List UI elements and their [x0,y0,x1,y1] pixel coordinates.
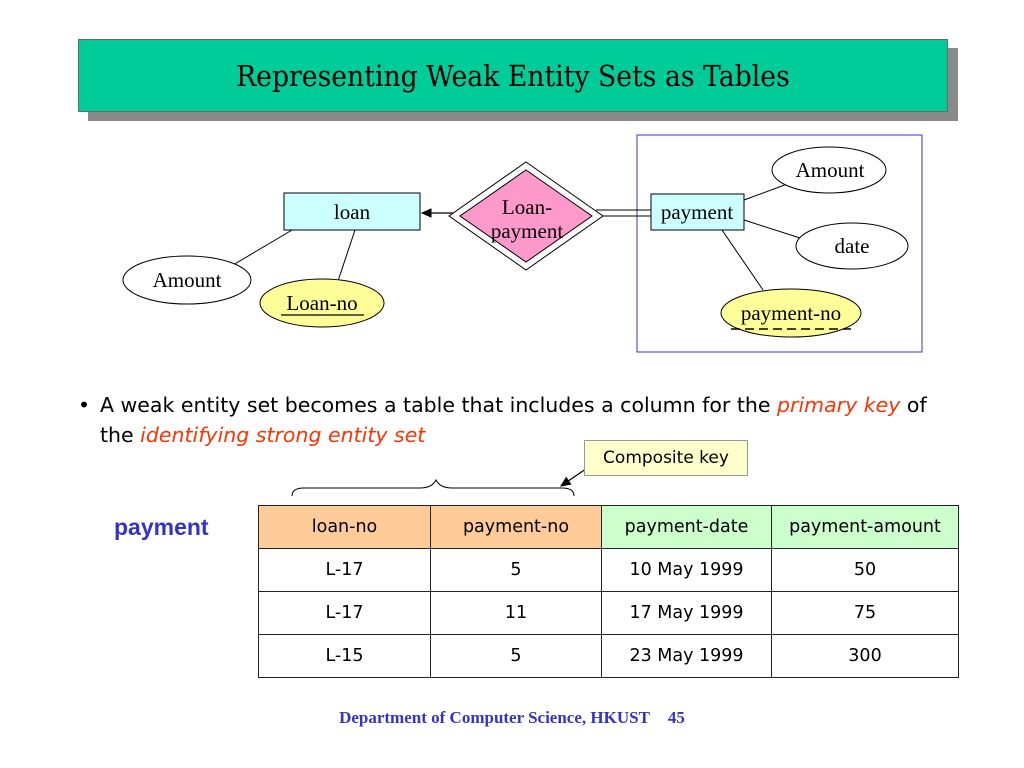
loan-entity [283,192,421,231]
table-cell: 5 [430,548,602,592]
loan-entity-label: loan [334,200,371,224]
table-cell: L-17 [258,548,431,592]
bullet-text-part1: A weak entity set becomes a table that i… [100,393,778,417]
table-cell: 11 [430,591,602,635]
bullet-emphasis-primary-key: primary key [777,393,901,417]
table-row: L-17 11 17 May 1999 75 [258,591,959,635]
table-row: L-15 5 23 May 1999 300 [258,634,959,678]
relationship-label-line1: Loan- [502,195,552,219]
table-cell: 75 [771,591,959,635]
table-cell: 10 May 1999 [601,548,772,592]
relationship-label-line2: payment [491,219,563,243]
payment-date-label: date [835,234,870,258]
column-header-payment-date: payment-date [601,505,772,549]
payment-no-discriminator-attribute [720,288,862,338]
payment-amount-label: Amount [796,158,865,182]
loan-amount-connector [227,229,293,269]
column-header-payment-amount: payment-amount [771,505,959,549]
footer-department: Department of Computer Science, HKUST [339,708,650,727]
weak-entity-boundary [636,134,923,353]
table-cell: 23 May 1999 [601,634,772,678]
payment-table: loan-no payment-no payment-date payment-… [258,505,959,678]
table-cell: 5 [430,634,602,678]
table-cell: 300 [771,634,959,678]
table-name: payment [114,514,209,540]
payment-date-connector [743,219,801,239]
bullet-text: A weak entity set becomes a table that i… [100,390,960,450]
payment-entity [650,193,745,231]
payment-paymentno-connector [721,229,764,291]
column-header-loan-no: loan-no [258,505,431,549]
table-cell: 50 [771,548,959,592]
table-header-row: loan-no payment-no payment-date payment-… [258,505,959,549]
payment-amount-connector [743,182,791,201]
relationship-diamond [459,169,593,263]
payment-entity-label: payment [661,200,733,224]
page-number: 45 [667,708,685,727]
loan-no-label: Loan-no [286,291,357,315]
table-cell: L-15 [258,634,431,678]
payment-no-label: payment-no [741,301,841,325]
slide-footer: Department of Computer Science, HKUST 45 [0,708,1024,728]
column-header-payment-no: payment-no [430,505,602,549]
loan-loanno-connector [336,229,356,285]
table-cell: L-17 [258,591,431,635]
bullet-emphasis-identifying-set: identifying strong entity set [140,423,426,447]
loan-amount-label: Amount [153,268,222,292]
table-cell: 17 May 1999 [601,591,772,635]
loan-amount-attribute [122,255,252,305]
payment-date-attribute [795,222,909,270]
slide-title: Representing Weak Entity Sets as Tables [236,58,790,93]
table-row: L-17 5 10 May 1999 50 [258,548,959,592]
bullet-dot: • [78,393,91,417]
composite-key-brace [291,478,575,497]
title-banner: Representing Weak Entity Sets as Tables [78,39,948,112]
payment-amount-attribute [771,146,887,194]
composite-key-callout: Composite key [584,440,748,476]
bullet-text-part2: of the [100,393,927,447]
